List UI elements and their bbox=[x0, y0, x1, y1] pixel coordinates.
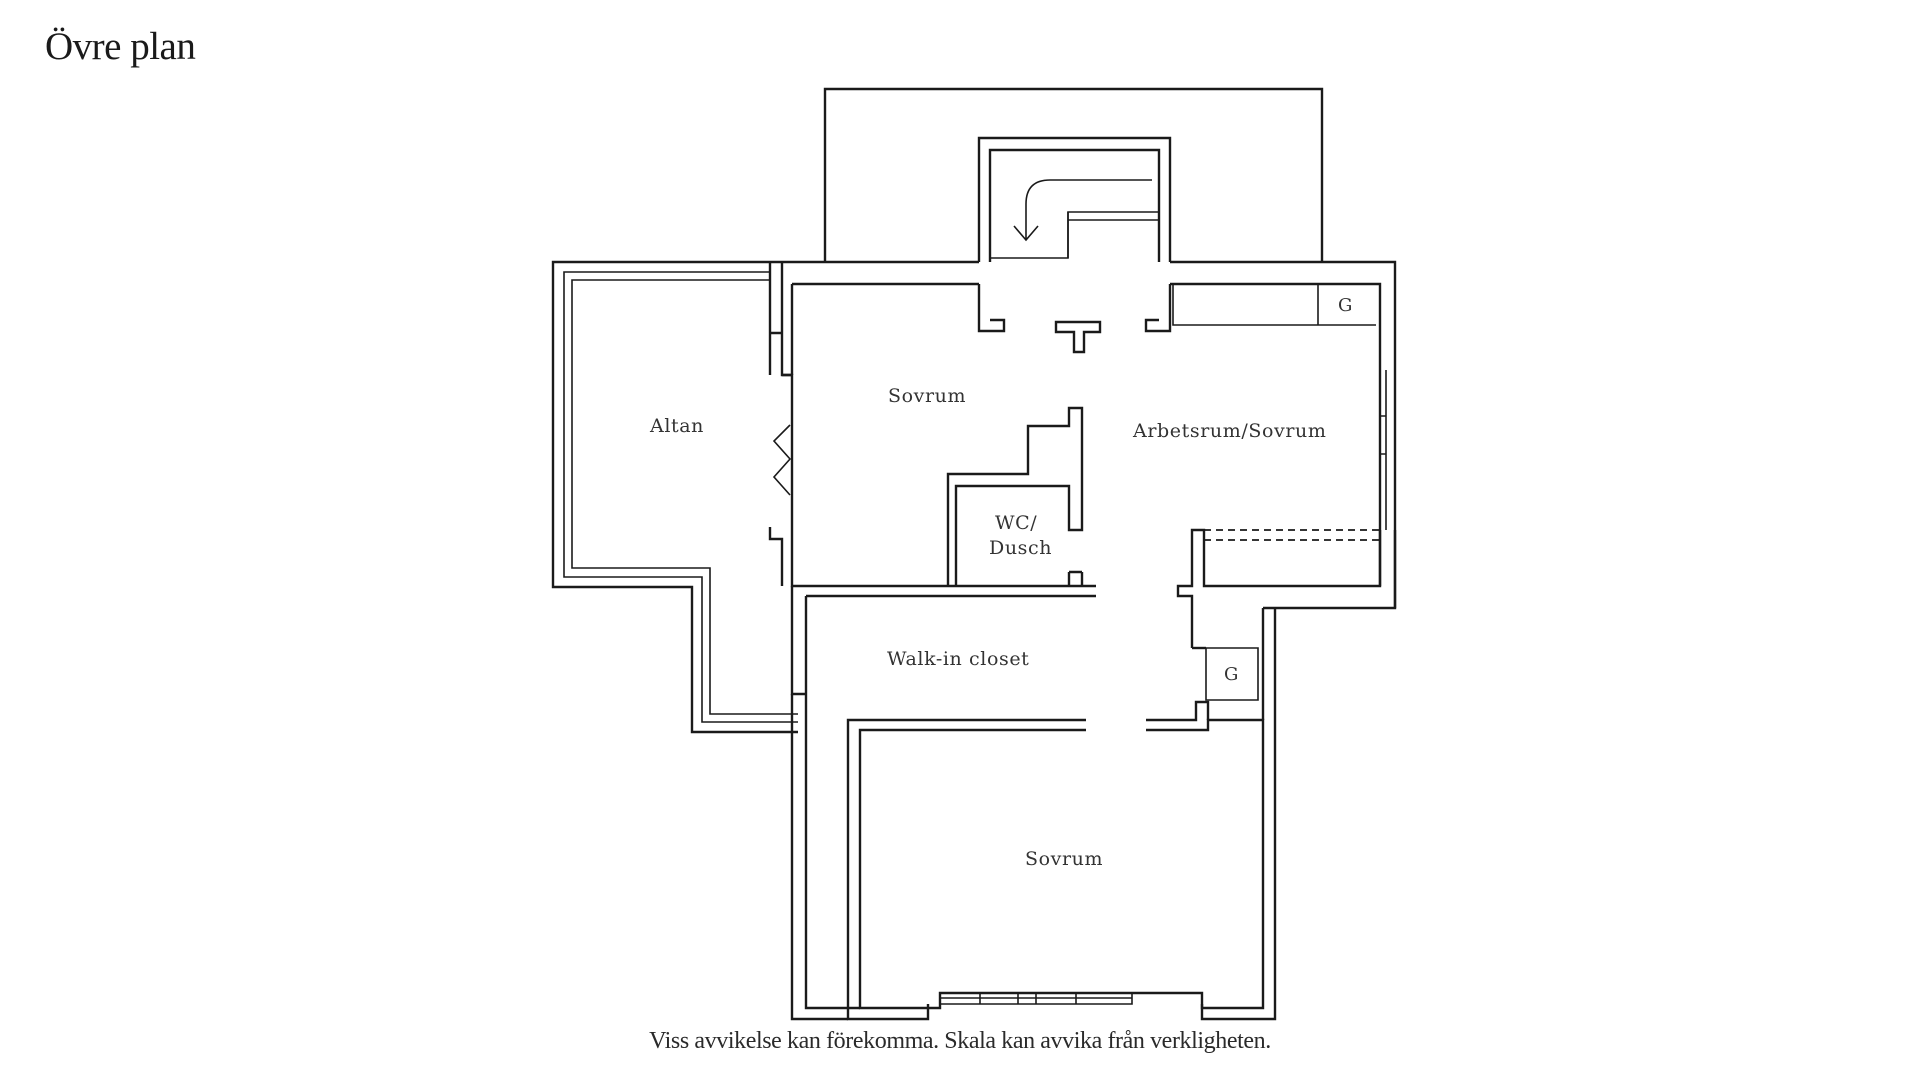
stair-steps bbox=[990, 211, 1159, 259]
stair-enclosure bbox=[977, 136, 1172, 262]
label-arbetsrum: Arbetsrum/Sovrum bbox=[1132, 420, 1326, 442]
label-g-top: G bbox=[1338, 295, 1352, 316]
label-sovrum-bottom: Sovrum bbox=[1025, 848, 1103, 870]
label-altan: Altan bbox=[649, 415, 704, 437]
label-walk-in: Walk-in closet bbox=[887, 648, 1029, 670]
page-title: Övre plan bbox=[45, 25, 196, 68]
right-window bbox=[1379, 370, 1387, 530]
walk-in-left-outer bbox=[790, 694, 860, 1021]
walk-in-left bbox=[790, 586, 1096, 720]
g-closet-top bbox=[1172, 284, 1376, 326]
g-closet-mid bbox=[1205, 647, 1259, 701]
altan-outline-2 bbox=[563, 271, 798, 723]
disclaimer: Viss avvikelse kan förekomma. Skala kan … bbox=[649, 1028, 1271, 1054]
stair-arrow bbox=[1013, 179, 1152, 242]
stair-jamb-left bbox=[977, 284, 1006, 333]
altan-outline-3 bbox=[571, 279, 798, 715]
wc-door-stub bbox=[1067, 570, 1084, 586]
altan-doors bbox=[772, 424, 792, 496]
label-wc: WC/ bbox=[995, 512, 1037, 534]
wc-wall bbox=[946, 406, 1084, 586]
bottom-window bbox=[939, 993, 1133, 1005]
right-alcove bbox=[1176, 528, 1397, 648]
label-sovrum-top: Sovrum bbox=[888, 385, 966, 407]
outer-wall-top bbox=[770, 260, 1397, 610]
altan-outline bbox=[551, 260, 798, 734]
walk-in-bottom bbox=[858, 718, 1265, 1010]
dashed-wardrobe bbox=[1204, 529, 1380, 541]
label-dusch: Dusch bbox=[989, 537, 1052, 559]
sovrum-top-wall bbox=[782, 284, 794, 377]
label-g-mid: G bbox=[1224, 664, 1238, 685]
t-column bbox=[1054, 320, 1102, 354]
upper-outline bbox=[823, 87, 1324, 262]
stair-jamb-right bbox=[1144, 284, 1172, 333]
outer-bottom-right bbox=[1200, 608, 1277, 1021]
